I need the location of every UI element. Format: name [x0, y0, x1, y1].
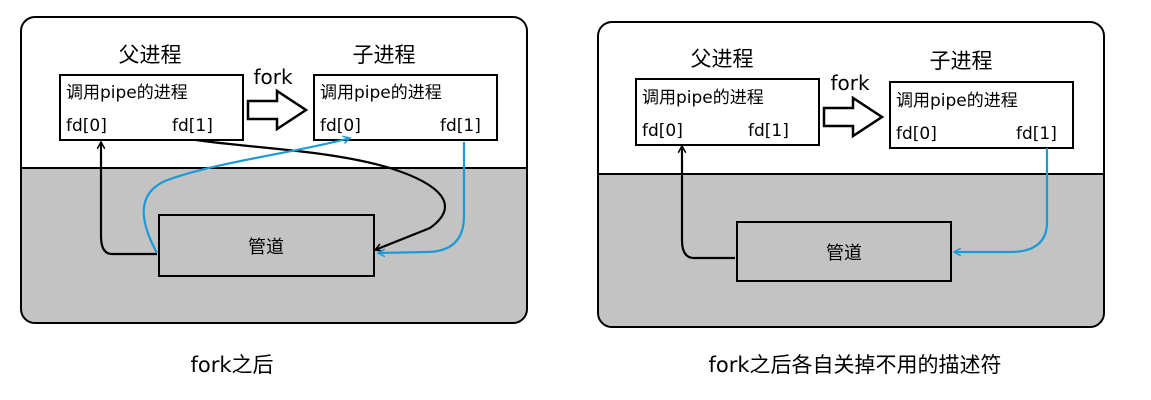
parent-fd1-label: fd[1] [172, 116, 213, 136]
parent-process-title: 父进程 [691, 47, 754, 71]
parent-fd0-label: fd[0] [642, 121, 683, 141]
caption-after-close: fork之后各自关掉不用的描述符 [708, 353, 1001, 377]
child-fd1-label: fd[1] [440, 116, 481, 136]
parent-box-caption: 调用pipe的进程 [642, 88, 764, 108]
child-fd1-label: fd[1] [1016, 124, 1057, 144]
parent-process-title: 父进程 [119, 43, 182, 67]
caption-after-fork: fork之后 [190, 353, 273, 377]
parent-process-box [635, 78, 820, 146]
child-box-caption: 调用pipe的进程 [320, 83, 442, 103]
child-fd1-write-arrow [378, 142, 466, 253]
diagram-after-close: 父进程 子进程 调用pipe的进程 fd[0] fd[1] fork 调用pip… [597, 21, 1105, 328]
pipe-box [736, 221, 952, 282]
fork-label: fork [830, 71, 870, 95]
parent-fd1-label: fd[1] [748, 121, 789, 141]
child-process-title: 子进程 [353, 43, 416, 67]
child-process-title: 子进程 [930, 49, 993, 73]
diagram-frame [597, 21, 1105, 328]
child-box-caption: 调用pipe的进程 [896, 91, 1018, 111]
diagram-after-fork: 父进程 子进程 调用pipe的进程 fd[0] fd[1] fork 调用pip… [20, 16, 528, 324]
pipe-box [158, 214, 375, 277]
diagram-frame [20, 16, 528, 324]
child-process-box [889, 81, 1074, 149]
parent-fd0-read-arrow [101, 142, 157, 256]
child-fd0-label: fd[0] [896, 124, 937, 144]
child-process-box [313, 74, 498, 141]
parent-fd1-write-arrow [195, 138, 447, 250]
parent-fd0-read-arrow [682, 146, 735, 260]
fork-arrow-icon [246, 88, 309, 132]
pipe-label: 管道 [826, 243, 862, 264]
child-fd0-read-arrow [142, 138, 350, 254]
child-fd0-label: fd[0] [320, 116, 361, 136]
parent-box-caption: 调用pipe的进程 [66, 83, 188, 103]
child-fd1-write-arrow [954, 148, 1049, 252]
parent-process-box [59, 74, 244, 141]
parent-fd0-label: fd[0] [66, 116, 107, 136]
fork-label: fork [253, 65, 293, 89]
fork-arrow-icon [822, 95, 885, 139]
pipe-label: 管道 [248, 237, 284, 258]
